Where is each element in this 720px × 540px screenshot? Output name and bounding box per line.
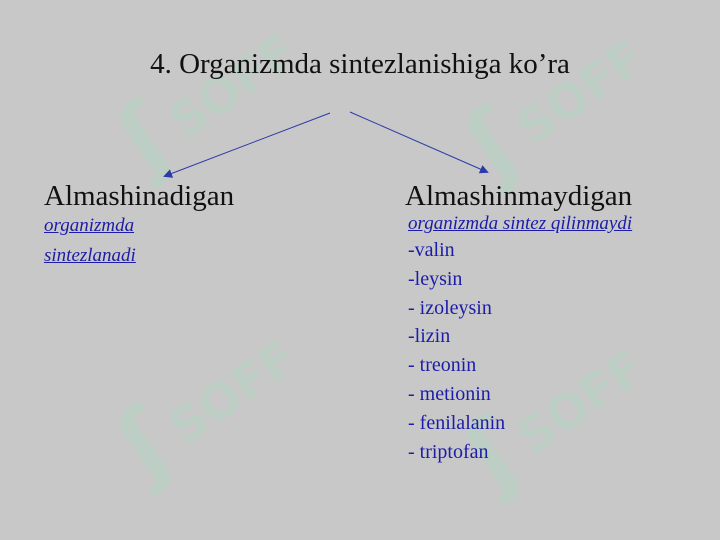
amino-acid-list: -valin -leysin - izoleysin -lizin - treo… [408, 236, 505, 466]
list-item: - metionin [408, 382, 491, 405]
list-item: - treonin [408, 354, 477, 377]
note-right: organizmda sintez qilinmaydi [408, 213, 633, 234]
list-item: - izoleysin [408, 296, 492, 319]
arrow-right [349, 111, 489, 174]
list-item: -lizin [408, 325, 451, 348]
heading-almashinmaydigan: Almashinmaydigan [405, 180, 633, 212]
slide-title: 4. Organizmda sintezlanishiga ko’ra [150, 48, 570, 80]
note-left: organizmda sintezlanadi [44, 211, 136, 271]
arrow-left [163, 112, 331, 178]
note-left-line-2: sintezlanadi [44, 245, 136, 266]
list-item: -leysin [408, 267, 463, 290]
note-left-line-1: organizmda [44, 215, 135, 236]
heading-almashinadigan: Almashinadigan [44, 180, 235, 212]
list-item: -valin [408, 239, 455, 261]
list-item: - fenilalanin [408, 411, 506, 434]
list-item: - triptofan [408, 440, 489, 463]
